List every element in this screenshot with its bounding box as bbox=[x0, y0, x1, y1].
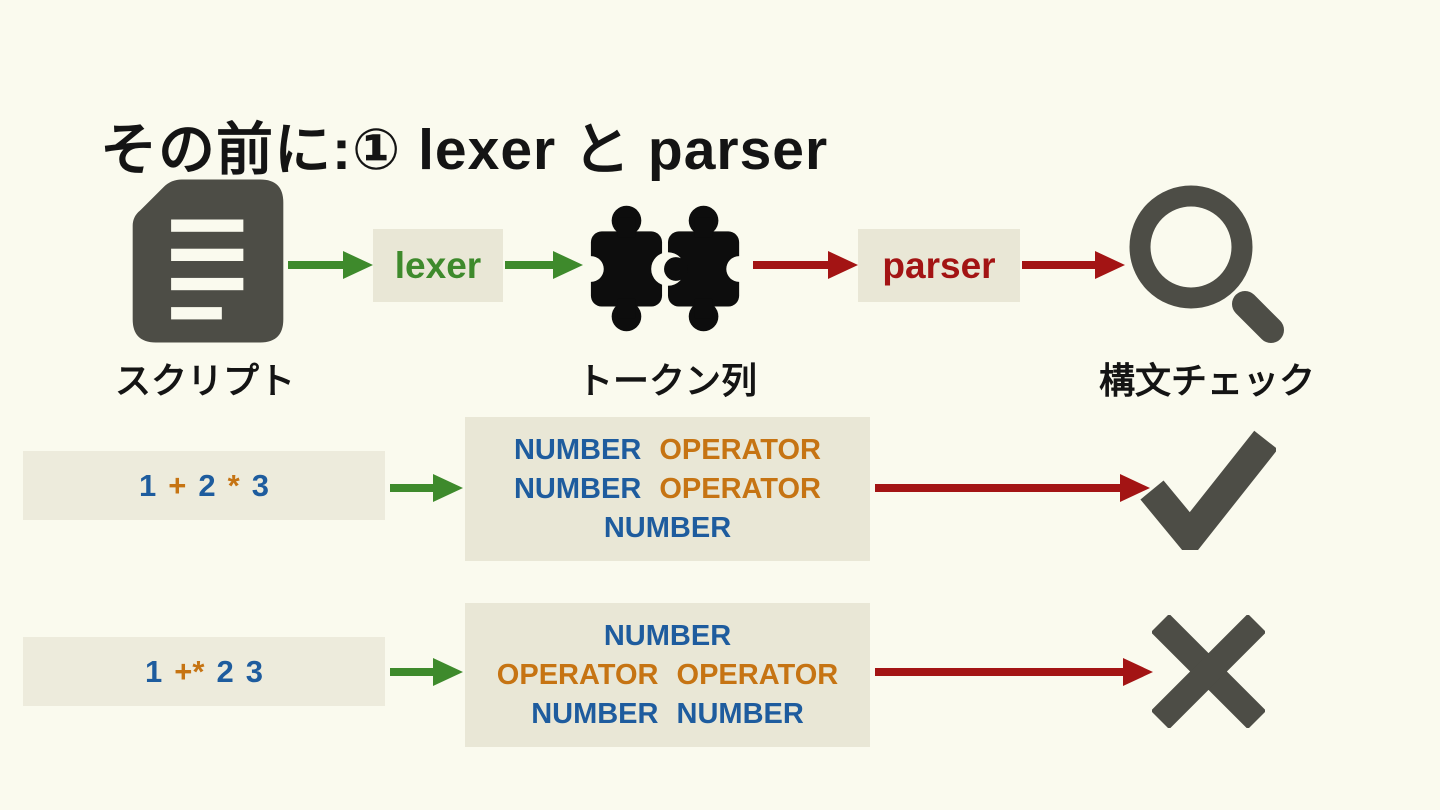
puzzle-icon bbox=[583, 205, 751, 332]
expr-token: * bbox=[227, 467, 240, 503]
token-word: OPERATOR bbox=[676, 658, 839, 691]
token-word: NUMBER bbox=[603, 511, 732, 544]
token-list-invalid: NUMBER OPERATOR OPERATOR NUMBER NUMBER bbox=[465, 603, 870, 747]
expr-token: 1 bbox=[139, 467, 157, 503]
token-word: OPERATOR bbox=[659, 433, 821, 466]
expr-token: 3 bbox=[245, 653, 263, 689]
token-line: NUMBER OPERATOR bbox=[509, 431, 826, 470]
arrow-input2-to-tokens bbox=[390, 658, 463, 686]
arrow-input1-to-tokens bbox=[390, 474, 463, 502]
expr-token: + bbox=[168, 467, 187, 503]
expr-token: 1 bbox=[145, 653, 163, 689]
stage-label-script: スクリプト bbox=[114, 360, 295, 401]
arrow-tokens2-to-result bbox=[875, 658, 1153, 686]
stage-label-tokens: トークン列 bbox=[576, 360, 757, 401]
lexer-label: lexer bbox=[394, 244, 482, 286]
stage-label-syntax-check: 構文チェック bbox=[1098, 360, 1315, 401]
token-word: OPERATOR bbox=[659, 472, 821, 505]
token-word: NUMBER bbox=[603, 619, 732, 652]
token-line: NUMBER bbox=[599, 509, 736, 548]
arrow-lexer-to-tokens bbox=[505, 251, 583, 279]
token-word: NUMBER bbox=[513, 433, 642, 466]
input-expression-invalid: 1 +* 2 3 bbox=[23, 637, 385, 706]
parser-box: parser bbox=[858, 229, 1020, 302]
token-line: NUMBER NUMBER bbox=[526, 695, 809, 734]
expr-token: 2 bbox=[216, 653, 234, 689]
token-line: NUMBER bbox=[599, 617, 736, 656]
lexer-box: lexer bbox=[373, 229, 503, 302]
expr-token: 2 bbox=[198, 467, 216, 503]
arrow-tokens1-to-result bbox=[875, 474, 1150, 502]
arrow-tokens-to-parser bbox=[753, 251, 858, 279]
cross-icon bbox=[1152, 615, 1265, 728]
token-line: OPERATOR OPERATOR bbox=[492, 656, 843, 695]
page-title: その前に:① lexer と parser bbox=[100, 118, 829, 182]
input-expression-valid: 1 + 2 * 3 bbox=[23, 451, 385, 520]
arrow-script-to-lexer bbox=[288, 251, 373, 279]
expr-token: 3 bbox=[251, 467, 269, 503]
arrow-parser-to-check bbox=[1022, 251, 1125, 279]
token-word: NUMBER bbox=[676, 697, 804, 730]
parser-label: parser bbox=[882, 244, 996, 286]
document-icon bbox=[132, 179, 284, 343]
magnifier-icon bbox=[1129, 185, 1284, 343]
token-word: NUMBER bbox=[513, 472, 642, 505]
token-line: NUMBER OPERATOR bbox=[509, 470, 826, 509]
expr-token: +* bbox=[174, 653, 205, 689]
token-list-valid: NUMBER OPERATOR NUMBER OPERATOR NUMBER bbox=[465, 417, 870, 561]
check-icon bbox=[1140, 430, 1276, 550]
token-word: NUMBER bbox=[531, 697, 659, 730]
token-word: OPERATOR bbox=[496, 658, 659, 691]
